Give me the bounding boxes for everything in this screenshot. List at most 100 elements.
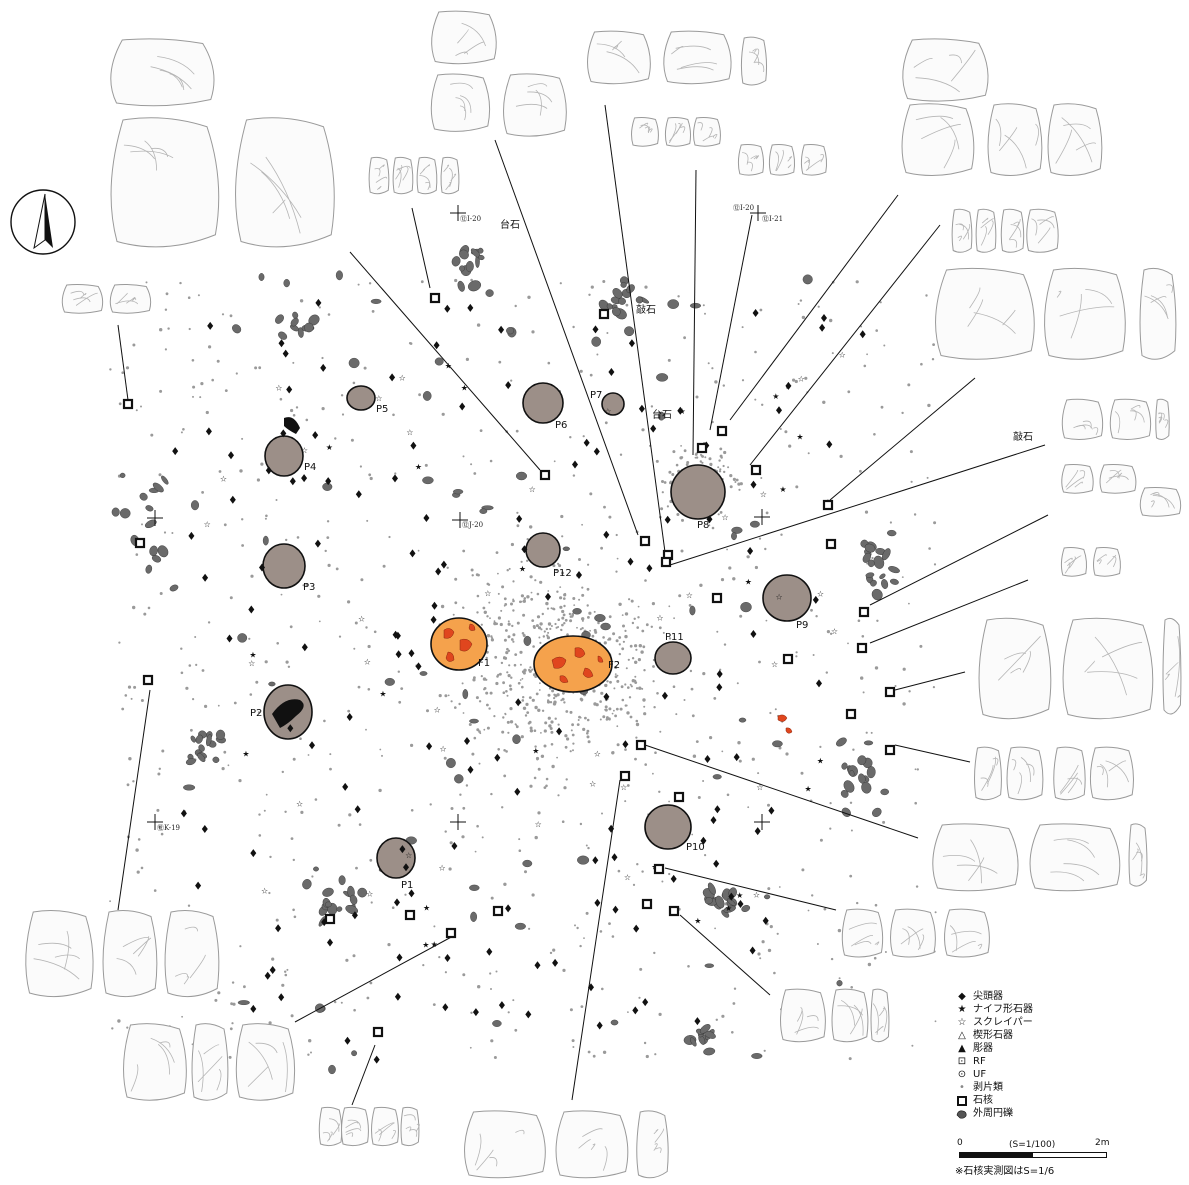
flake-dot xyxy=(559,282,562,285)
pebble-mark xyxy=(689,605,696,616)
core-drawing xyxy=(464,1110,546,1179)
flake-dot xyxy=(587,563,590,566)
flake-dot xyxy=(716,630,719,633)
hearth-f2 xyxy=(533,635,613,693)
flake-dot xyxy=(509,707,513,711)
flake-dot xyxy=(587,846,590,850)
flake-dot xyxy=(137,838,141,841)
flake-scar-line xyxy=(1106,554,1117,565)
point-diamond xyxy=(389,373,396,382)
flake-dot xyxy=(645,623,649,627)
pebble-mark xyxy=(690,303,702,309)
flake-dot xyxy=(549,951,553,955)
point-diamond xyxy=(346,713,353,721)
flake-dot xyxy=(542,635,545,638)
flake-dot xyxy=(355,866,358,870)
scraper-star: ☆ xyxy=(366,890,373,899)
flake-dot xyxy=(864,510,869,514)
flake-scar-line xyxy=(1009,239,1018,248)
drawing-outline xyxy=(636,1110,669,1179)
point-diamond xyxy=(205,427,212,436)
flake-scar-line xyxy=(130,150,174,159)
flake-dot xyxy=(528,696,532,699)
flake-dot xyxy=(719,468,722,471)
pebble-mark xyxy=(879,573,886,580)
flake-scar-line xyxy=(395,164,403,180)
flake-dot xyxy=(161,749,165,753)
flake-dot xyxy=(638,644,642,648)
flake-dot xyxy=(593,628,597,632)
pebble-mark xyxy=(190,500,199,511)
flake-scar-line xyxy=(379,1122,395,1136)
drawing-outline xyxy=(123,1023,187,1101)
point-diamond xyxy=(768,806,775,815)
flake-dot xyxy=(275,918,279,922)
core-drawing xyxy=(636,1110,669,1179)
flake-scar-line xyxy=(1082,420,1092,429)
core-square xyxy=(884,686,896,698)
point-diamond xyxy=(762,916,769,925)
flake-scar-line xyxy=(457,29,469,44)
flake-dot xyxy=(635,648,638,651)
pebble-mark xyxy=(302,879,312,890)
pebble-mark xyxy=(469,884,480,891)
core-drawing xyxy=(693,117,721,147)
flake-dot xyxy=(683,336,686,340)
flake-dot xyxy=(345,958,349,962)
scraper-star: ★ xyxy=(679,407,686,416)
flake-scar-line xyxy=(197,1056,223,1083)
flake-dot xyxy=(233,701,237,705)
flake-dot xyxy=(691,833,694,836)
flake-dot xyxy=(536,615,541,619)
pebble-mark xyxy=(843,780,855,793)
flake-scar-line xyxy=(712,133,718,139)
flake-dot xyxy=(577,719,580,721)
drawing-outline xyxy=(102,910,158,998)
flake-dot xyxy=(204,704,208,709)
flake-dot xyxy=(522,706,527,710)
flake-dot xyxy=(680,549,684,553)
flake-dot xyxy=(738,488,741,491)
pebble-mark xyxy=(422,390,432,401)
flake-dot xyxy=(580,1005,584,1008)
flake-dot xyxy=(838,977,841,980)
flake-dot xyxy=(187,296,191,300)
flake-dot xyxy=(130,697,133,700)
flake-dot xyxy=(597,621,600,625)
flake-dot xyxy=(280,593,283,596)
flake-dot xyxy=(616,725,619,728)
flake-dot xyxy=(901,576,904,578)
flake-dot xyxy=(829,632,833,635)
flake-dot xyxy=(285,538,288,542)
flake-scar-line xyxy=(943,139,956,169)
pebble-mark xyxy=(111,507,120,517)
flake-dot xyxy=(650,405,654,408)
point-diamond xyxy=(704,755,711,763)
grid-label-j20: ⑫J-20 xyxy=(462,521,483,529)
flake-dot xyxy=(544,721,548,725)
point-diamond xyxy=(207,321,214,330)
flake-scar-line xyxy=(653,1129,659,1135)
point-symbols xyxy=(172,298,866,1064)
flake-dot xyxy=(626,711,630,715)
flake-scar-line xyxy=(1084,660,1096,673)
flake-dot xyxy=(667,358,671,362)
scraper-star: ★ xyxy=(519,565,526,574)
flake-scar-line xyxy=(1165,661,1179,675)
flake-dot xyxy=(721,750,724,753)
pebble-mark xyxy=(872,807,882,817)
flake-dot xyxy=(874,903,878,907)
flake-scar-line xyxy=(951,930,982,935)
flake-scar-line xyxy=(415,1123,420,1132)
scraper-star: ☆ xyxy=(594,749,601,758)
flake-dot xyxy=(535,692,539,696)
flake-dot xyxy=(201,669,205,672)
pit-p3 xyxy=(262,543,306,589)
flake-dot xyxy=(658,626,662,630)
pebble-mark xyxy=(841,762,848,770)
flake-dot xyxy=(510,638,514,641)
flake-scar-line xyxy=(1053,838,1089,844)
flake-dot xyxy=(326,520,330,523)
flake-dot xyxy=(518,838,521,841)
flake-dot xyxy=(476,824,479,828)
